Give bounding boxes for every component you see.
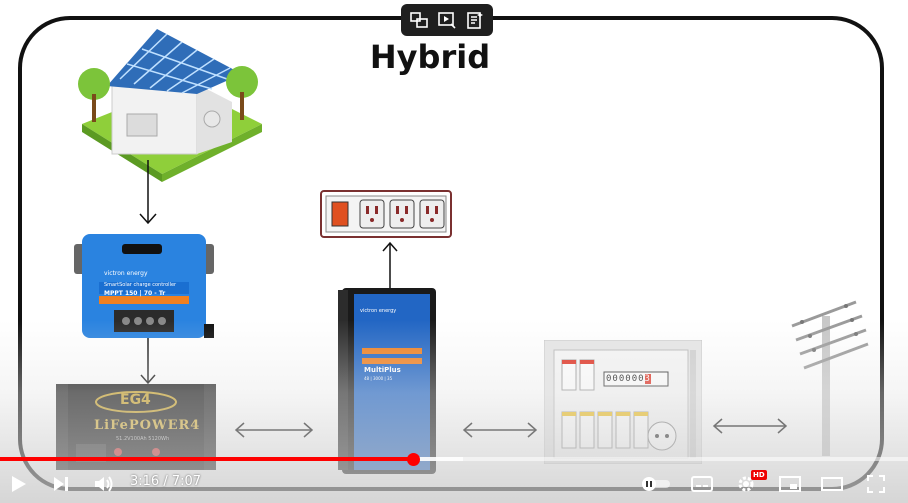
volume-icon — [95, 476, 113, 492]
double-arrow-icon — [712, 418, 788, 434]
inverter-spec: 48 | 3000 | 35 — [364, 376, 393, 381]
next-button[interactable] — [50, 472, 72, 496]
subtitles-icon — [691, 476, 713, 492]
subtitles-button[interactable] — [690, 472, 714, 496]
arrow-up-icon — [382, 241, 398, 288]
switch-screen-icon[interactable] — [408, 9, 430, 31]
gear-icon — [738, 476, 754, 492]
time-total: 7:07 — [171, 474, 202, 489]
time-current: 3:16 — [130, 474, 160, 489]
top-action-bar — [401, 4, 493, 36]
meter-digit: 0 — [638, 374, 645, 384]
fullscreen-button[interactable] — [864, 472, 888, 496]
controller-line1: SmartSolar charge controller — [104, 282, 177, 288]
play-queue-icon[interactable] — [436, 9, 458, 31]
playlist-add-icon[interactable] — [464, 9, 486, 31]
arrow-down-icon — [140, 338, 156, 385]
battery-model: LiFePOWER4 — [94, 418, 201, 433]
double-arrow-icon — [234, 422, 314, 438]
meter-digit: 3 — [644, 374, 651, 384]
miniplayer-icon — [779, 476, 801, 492]
autoplay-toggle[interactable] — [640, 472, 672, 496]
battery-spec: 51.2V100Ah 5120Wh — [116, 436, 170, 442]
controller-brand: victron energy — [104, 270, 148, 277]
inverter-unit: victron energy MultiPlus 48 | 3000 | 35 — [338, 286, 438, 476]
utility-pole-icon — [791, 300, 869, 456]
progress-scrubber[interactable] — [407, 453, 421, 466]
time-display: 3:16 / 7:07 — [130, 474, 201, 489]
skip-next-icon — [54, 477, 68, 491]
meter-reading: 0000003 — [606, 374, 651, 384]
double-arrow-icon — [462, 422, 538, 438]
miniplayer-button[interactable] — [778, 472, 802, 496]
power-outlet-icon — [320, 190, 452, 238]
fullscreen-icon — [867, 475, 885, 493]
theater-icon — [821, 477, 843, 491]
hd-badge-icon: HD — [751, 470, 767, 480]
play-icon — [12, 476, 26, 492]
settings-button[interactable] — [734, 472, 758, 496]
play-button[interactable] — [8, 472, 30, 496]
volume-button[interactable] — [92, 472, 116, 496]
inverter-brand: victron energy — [360, 308, 397, 314]
electrical-panel: 0000003 — [543, 339, 703, 465]
toggle-icon — [642, 477, 670, 491]
solar-house-icon — [78, 29, 262, 182]
controller-line2: MPPT 150 | 70 - Tr — [104, 290, 166, 297]
time-separator: / — [159, 474, 172, 489]
battery-brand: EG4 — [120, 392, 151, 408]
charge-controller: victron energy SmartSolar charge control… — [74, 234, 214, 340]
inverter-model: MultiPlus — [364, 366, 401, 374]
arrow-down-icon — [139, 160, 157, 225]
theater-mode-button[interactable] — [820, 472, 844, 496]
video-title-overlay: Hybrid — [369, 38, 491, 76]
progress-played — [0, 457, 414, 461]
